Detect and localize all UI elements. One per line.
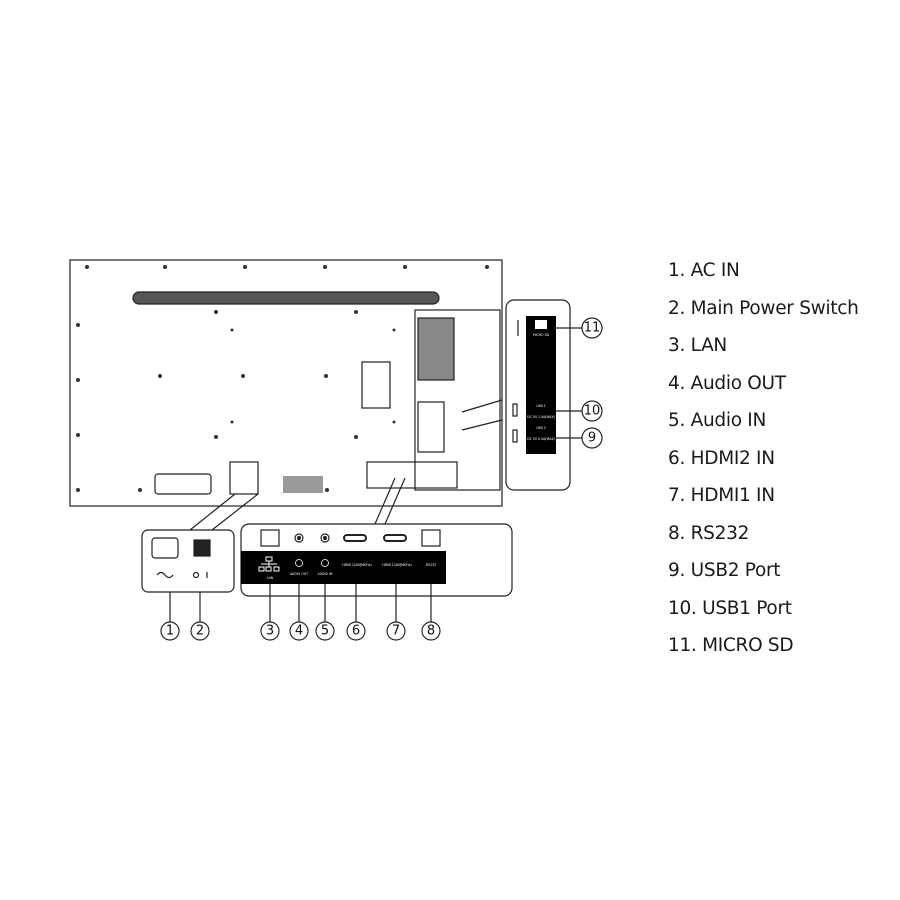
lan-icon [258, 556, 280, 572]
legend-item: 6. HDMI2 IN [668, 447, 775, 469]
legend-item: 3. LAN [668, 335, 727, 356]
svg-text:5: 5 [321, 624, 329, 639]
legend-item: 7. HDMI1 IN [668, 485, 775, 506]
ac-symbol-icon [156, 571, 174, 579]
lan-label: LAN [267, 576, 274, 580]
usb2-label: USB 2 [536, 426, 546, 430]
svg-text:10: 10 [584, 404, 601, 419]
tv-back-outline [69, 259, 503, 507]
legend-item: 5. Audio IN [668, 410, 766, 431]
micro-sd-icon [535, 320, 547, 329]
audio-in-port [320, 533, 330, 543]
ac-in-socket [151, 537, 179, 559]
callout-6: 6 [346, 621, 366, 641]
svg-text:3: 3 [266, 624, 274, 639]
hdmi1-port [383, 534, 407, 542]
side-port-label-strip [526, 316, 556, 454]
svg-text:2: 2 [196, 624, 204, 639]
micro-sd-label: MICRO SD [533, 333, 550, 337]
audio-in-label: AUDIO IN [318, 572, 333, 576]
heatsink-vent [417, 317, 455, 381]
callout-3: 3 [260, 621, 280, 641]
callout-1: 1 [160, 621, 180, 641]
label-area [417, 401, 445, 453]
svg-text:7: 7 [392, 624, 400, 639]
vent-grille [132, 291, 440, 305]
legend-item: 4. Audio OUT [668, 372, 786, 394]
hdmi1-label: HDMI 1(4K@60Hz) [382, 563, 412, 567]
side-port-panel [505, 299, 571, 491]
hdmi2-port [343, 534, 367, 542]
audio-out-port [294, 533, 304, 543]
audio-out-label: AUDIO OUT [290, 572, 308, 576]
legend-item: 1. AC IN [668, 260, 740, 281]
hdmi2-label: HDMI 2(4K@60Hz) [342, 563, 372, 567]
svg-text:4: 4 [295, 624, 303, 639]
callout-11: 11 [581, 317, 603, 339]
svg-text:1: 1 [166, 624, 174, 639]
legend-item: 11. MICRO SD [668, 635, 794, 656]
callout-2: 2 [190, 621, 210, 641]
off-symbol-icon [192, 571, 200, 579]
callout-9: 9 [581, 427, 603, 449]
power-input-housing [154, 473, 212, 495]
legend-item: 2. Main Power Switch [668, 297, 859, 319]
rs232-label: RS232 [426, 563, 436, 567]
power-switch-housing [229, 461, 259, 495]
port-legend: 1. AC IN 2. Main Power Switch 3. LAN 4. … [668, 258, 859, 671]
legend-item: 8. RS232 [668, 522, 750, 544]
svg-text:11: 11 [584, 321, 601, 336]
svg-text:6: 6 [352, 624, 360, 639]
svg-text:9: 9 [588, 431, 596, 446]
usb1-port [512, 403, 518, 417]
bracket [361, 361, 391, 409]
usb1-label: USB 1 [536, 404, 546, 408]
usb2-port [512, 429, 518, 443]
power-switch [193, 539, 211, 557]
audio-out-icon [295, 559, 303, 567]
callout-8: 8 [421, 621, 441, 641]
callout-10: 10 [581, 400, 603, 422]
power-callout-panel [141, 529, 235, 593]
speaker-grille [283, 476, 323, 493]
legend-item: 10. USB1 Port [668, 597, 792, 619]
mounting-screws [76, 265, 489, 492]
usb1-rating: DC 5V 1.0A(MAX) [527, 415, 555, 419]
callout-4: 4 [289, 621, 309, 641]
audio-in-icon [321, 559, 329, 567]
usb2-rating: DC 5V 0.5A(MAX) [527, 437, 555, 441]
callout-5: 5 [315, 621, 335, 641]
rs232-port [421, 529, 441, 547]
lan-port [260, 529, 280, 547]
legend-item: 9. USB2 Port [668, 560, 781, 581]
bottom-port-housing [366, 461, 458, 489]
svg-text:8: 8 [427, 624, 435, 639]
callout-7: 7 [386, 621, 406, 641]
